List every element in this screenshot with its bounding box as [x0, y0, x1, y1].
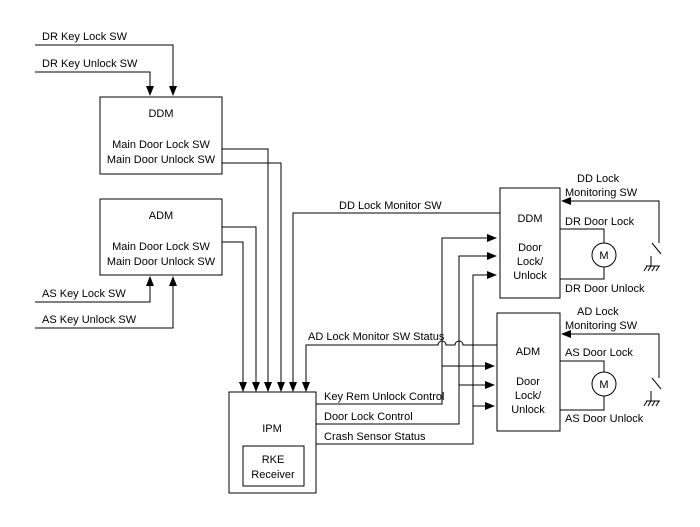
- dr-motor-label: M: [599, 250, 608, 262]
- ddm-right-sub2: Lock/: [517, 256, 544, 268]
- dr-key-unlock-wire: [35, 71, 151, 86]
- ddm-right-sub1: Door: [518, 242, 542, 254]
- dd-ground-hatch4: [655, 265, 660, 272]
- door-lock-control-label: Door Lock Control: [324, 411, 413, 423]
- ddm-left-box: [99, 96, 223, 175]
- ad-ground-hatch3: [651, 400, 656, 407]
- rke-line1: RKE: [262, 454, 285, 466]
- as-key-unlock-arrow: [169, 276, 177, 286]
- adm-left-line1: Main Door Lock SW: [112, 241, 210, 253]
- as-motor-bottom-wire: [560, 396, 605, 411]
- as-motor-label: M: [599, 379, 608, 391]
- dr-motor-bottom-wire: [560, 267, 605, 280]
- dd-monitoring-arrow: [561, 197, 571, 205]
- ad-ground-hatch4: [655, 400, 660, 407]
- dd-lock-monitor-arrow: [289, 382, 297, 392]
- crash-sensor-arrow-adm: [485, 402, 495, 410]
- as-door-lock-label: AS Door Lock: [565, 347, 633, 359]
- ad-ground-hatch2: [647, 400, 652, 407]
- dd-ground-hatch2: [647, 265, 652, 272]
- as-motor-top-wire: [560, 360, 605, 372]
- key-rem-unlock-arrow-ddm: [487, 234, 497, 242]
- key-rem-unlock-wire: [316, 237, 487, 405]
- ad-monitoring-line2: Monitoring SW: [565, 320, 638, 332]
- adm-unlock-to-ipm-arrow: [239, 382, 247, 392]
- ddm-unlock-to-ipm-wire: [222, 162, 282, 382]
- as-key-unlock-label: AS Key Unlock SW: [42, 314, 137, 326]
- as-key-unlock-wire: [35, 286, 174, 329]
- dr-door-unlock-label: DR Door Unlock: [565, 283, 645, 295]
- key-rem-unlock-label: Key Rem Unlock Control: [324, 391, 444, 403]
- dd-monitoring-wire: [571, 200, 660, 243]
- ddm-lock-to-ipm-arrow: [264, 382, 272, 392]
- dd-lock-monitor-wire: [292, 212, 500, 382]
- ad-lock-monitor-label: AD Lock Monitor SW Status: [308, 331, 445, 343]
- adm-right-box: [496, 312, 561, 432]
- dd-lock-monitor-label: DD Lock Monitor SW: [339, 200, 442, 212]
- dr-key-lock-wire: [35, 44, 174, 86]
- key-rem-unlock-arrow-adm: [485, 362, 495, 370]
- door-lock-control-wire: [316, 255, 487, 425]
- crash-sensor-label: Crash Sensor Status: [324, 431, 426, 443]
- adm-left-line2: Main Door Unlock SW: [107, 256, 216, 268]
- dr-key-lock-arrow: [169, 86, 177, 96]
- dr-motor-top-wire: [560, 228, 605, 243]
- ddm-right-box: [499, 187, 561, 299]
- dd-switch-blade: [651, 242, 662, 255]
- adm-left-box: [99, 198, 223, 276]
- adm-lock-to-ipm-arrow: [252, 382, 260, 392]
- ad-monitoring-line1: AD Lock: [577, 306, 619, 318]
- ddm-lock-to-ipm-wire: [222, 148, 269, 382]
- rke-receiver-box: [242, 445, 305, 487]
- as-key-lock-wire: [35, 286, 151, 303]
- ddm-unlock-to-ipm-arrow: [277, 382, 285, 392]
- as-key-lock-label: AS Key Lock SW: [42, 288, 126, 300]
- dr-key-unlock-label: DR Key Unlock SW: [42, 58, 138, 70]
- ad-lock-monitor-arrow: [302, 382, 310, 392]
- dd-ground-hatch3: [651, 265, 656, 272]
- dd-monitoring-line1: DD Lock: [577, 173, 620, 185]
- crash-sensor-wire: [316, 274, 487, 445]
- rke-line2: Receiver: [251, 469, 295, 481]
- door-lock-control-arrow-adm: [485, 381, 495, 389]
- dr-door-lock-label: DR Door Lock: [565, 216, 635, 228]
- dr-key-lock-label: DR Key Lock SW: [42, 31, 128, 43]
- dd-monitoring-line2: Monitoring SW: [565, 187, 638, 199]
- ipm-title: IPM: [262, 423, 282, 435]
- ddm-right-sub3: Unlock: [513, 270, 547, 282]
- ad-monitoring-wire: [571, 333, 660, 378]
- dr-key-unlock-arrow: [146, 86, 154, 96]
- dd-ground-hatch1: [643, 265, 648, 272]
- adm-unlock-to-ipm-wire: [222, 241, 244, 382]
- ad-ground-hatch1: [643, 400, 648, 407]
- adm-right-title: ADM: [516, 346, 540, 358]
- as-door-unlock-label: AS Door Unlock: [565, 413, 644, 425]
- ddm-left-line1: Main Door Lock SW: [112, 139, 210, 151]
- ad-lock-monitor-wire: [305, 340, 497, 382]
- ad-switch-blade: [651, 377, 662, 390]
- as-key-lock-arrow: [146, 276, 154, 286]
- adm-right-sub1: Door: [516, 376, 540, 388]
- ddm-left-title: DDM: [148, 108, 173, 120]
- door-lock-control-arrow-ddm: [487, 252, 497, 260]
- adm-right-sub3: Unlock: [511, 404, 545, 416]
- ddm-left-line2: Main Door Unlock SW: [107, 154, 216, 166]
- ad-monitoring-arrow: [561, 330, 571, 338]
- crash-sensor-arrow-ddm: [487, 271, 497, 279]
- adm-left-title: ADM: [149, 210, 173, 222]
- adm-right-sub2: Lock/: [515, 390, 542, 402]
- ddm-right-title: DDM: [517, 213, 542, 225]
- adm-lock-to-ipm-wire: [222, 226, 257, 382]
